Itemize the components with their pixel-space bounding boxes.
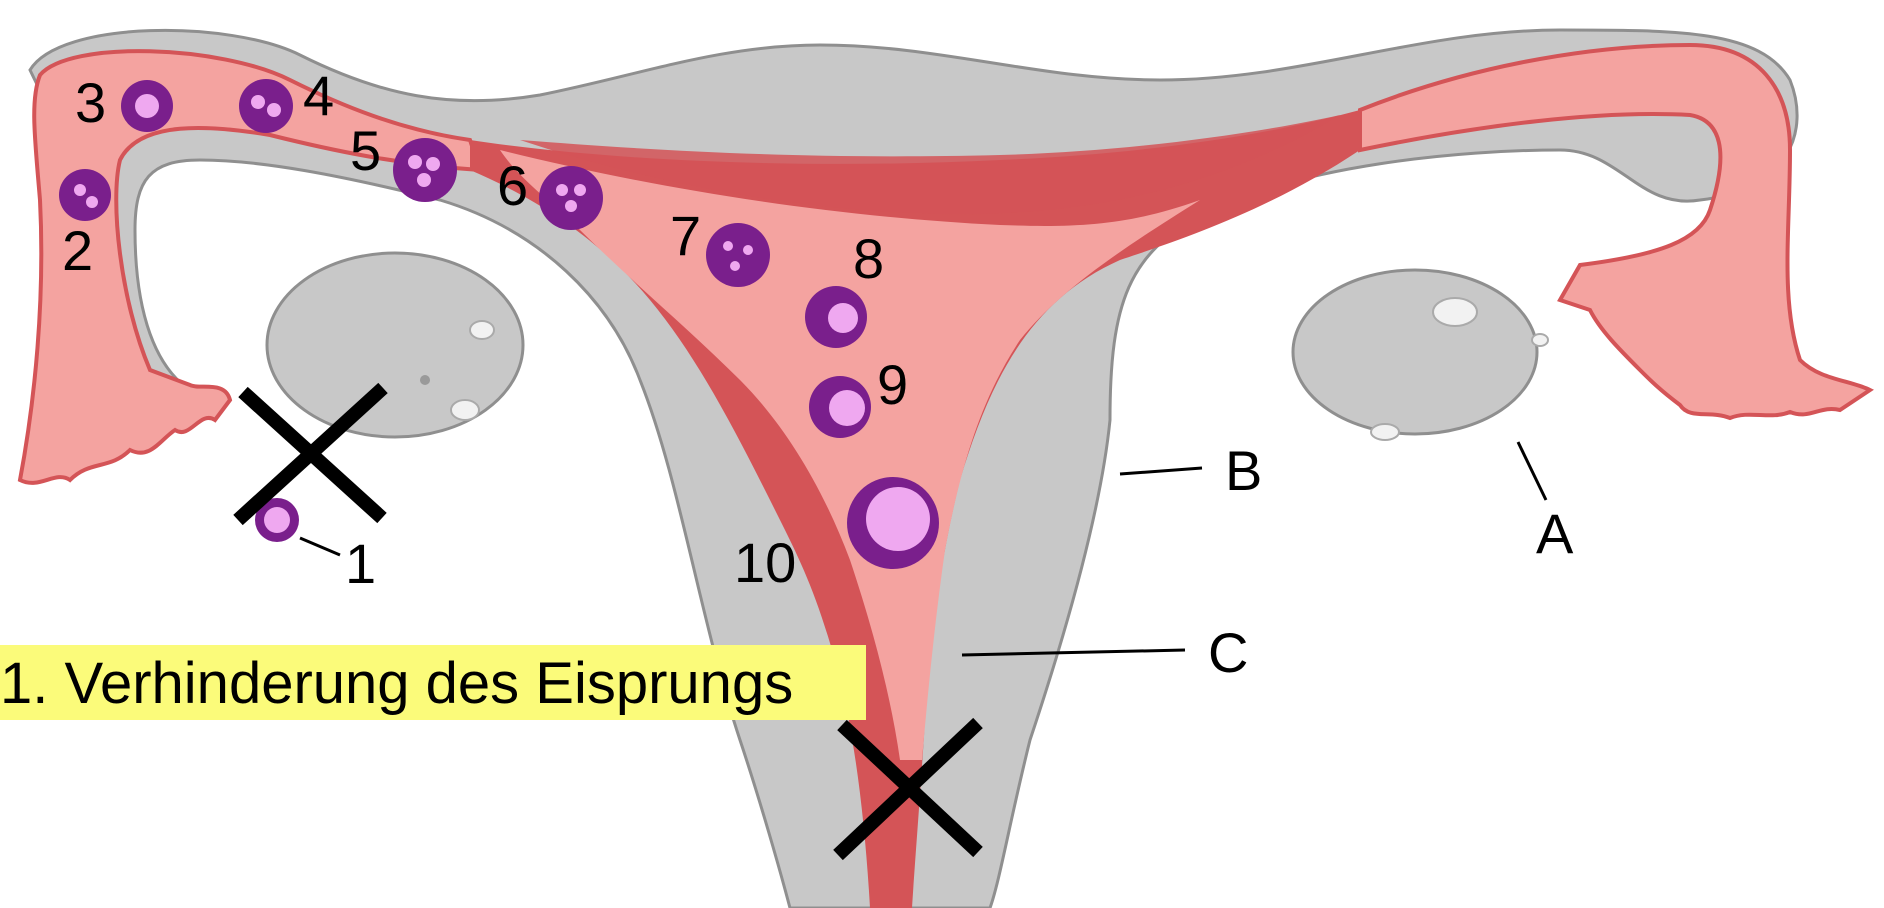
leader-line xyxy=(300,538,340,555)
leader-line xyxy=(1518,442,1546,500)
ovary-right xyxy=(1293,270,1537,434)
follicle xyxy=(1532,334,1548,346)
cell-stage-10 xyxy=(847,477,939,569)
stage-label-4: 4 xyxy=(303,64,334,127)
stage-label-7: 7 xyxy=(670,204,701,267)
cell-stage-7 xyxy=(706,223,770,287)
stage-label-5: 5 xyxy=(350,119,381,182)
cell-stage-8 xyxy=(805,286,867,348)
stage-label-3: 3 xyxy=(75,71,106,134)
follicle xyxy=(420,375,430,385)
label-uterus-wall: B xyxy=(1225,439,1262,502)
ovary-left xyxy=(267,253,523,437)
stage-label-1: 1 xyxy=(345,532,376,595)
stage-label-8: 8 xyxy=(853,227,884,290)
stage-label-2: 2 xyxy=(62,219,93,282)
label-cervix: C xyxy=(1208,621,1248,684)
follicle xyxy=(470,321,494,339)
follicle xyxy=(451,400,479,420)
cell-stage-9 xyxy=(809,376,871,438)
stage-label-9: 9 xyxy=(877,353,908,416)
cell-stage-4 xyxy=(239,79,293,133)
cell-stage-3 xyxy=(121,80,173,132)
cell-stage-5 xyxy=(393,138,457,202)
label-ovary: A xyxy=(1536,502,1574,565)
stage-label-10: 10 xyxy=(734,531,796,594)
follicle xyxy=(1433,298,1477,326)
follicle xyxy=(1371,424,1399,440)
leader-line xyxy=(1120,468,1202,474)
stage-label-6: 6 xyxy=(497,154,528,217)
caption-text: 1. Verhinderung des Eisprungs xyxy=(0,651,793,716)
cell-stage-2 xyxy=(59,169,111,221)
cell-stage-6 xyxy=(539,166,603,230)
